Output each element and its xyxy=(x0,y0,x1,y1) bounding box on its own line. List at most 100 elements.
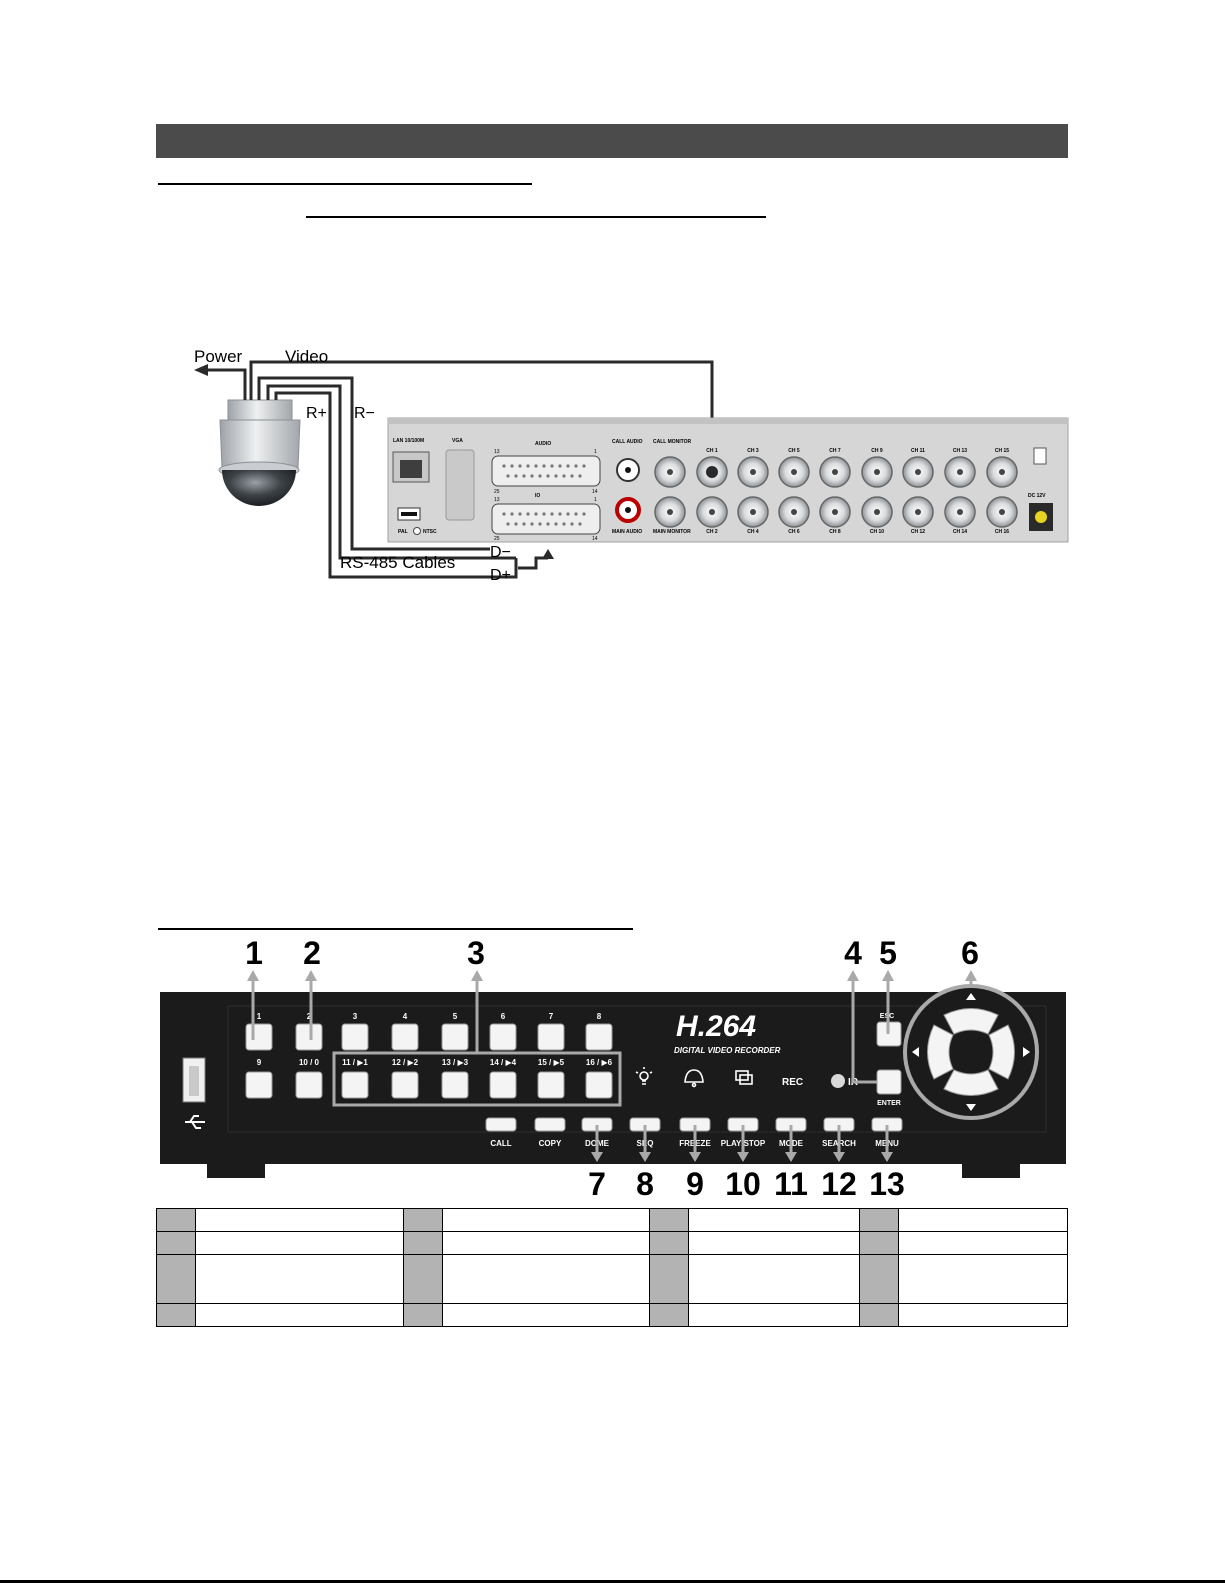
io-pin-13: 13 xyxy=(494,497,500,503)
callout-9: 9 xyxy=(686,1166,704,1200)
io-label: IO xyxy=(535,493,540,499)
callout-2: 2 xyxy=(303,940,321,971)
ch-label-top-8: CH 15 xyxy=(995,448,1009,454)
front-panel-key-table xyxy=(156,1208,1068,1327)
ntsc-label: NTSC xyxy=(423,529,437,535)
channel-key-label-3: 3 xyxy=(353,1012,358,1021)
callout-8: 8 xyxy=(636,1166,654,1200)
channel-key-15[interactable] xyxy=(537,1071,565,1099)
enter-label: ENTER xyxy=(877,1100,901,1107)
channel-key-13[interactable] xyxy=(441,1071,469,1099)
channel-buttons xyxy=(245,1023,613,1099)
ch-label-bottom-1: CH 2 xyxy=(706,529,718,535)
channel-key-12[interactable] xyxy=(391,1071,419,1099)
call-key[interactable] xyxy=(485,1117,517,1132)
call-audio-label: CALL AUDIO xyxy=(612,439,643,445)
channel-key-label-9: 9 xyxy=(257,1058,262,1067)
bulb-icon xyxy=(635,1067,653,1085)
channel-key-label-6: 6 xyxy=(501,1012,506,1021)
main-audio-label: MAIN AUDIO xyxy=(612,529,642,535)
call-key-label: CALL xyxy=(490,1139,511,1148)
multi-screen-icon xyxy=(735,1070,753,1085)
channel-key-2[interactable] xyxy=(295,1023,323,1051)
d-plus-label: D+ xyxy=(490,567,511,584)
channel-key-label-2: 2 xyxy=(307,1012,312,1021)
callout-5: 5 xyxy=(879,940,897,971)
right-arrow-key[interactable] xyxy=(988,1024,1015,1080)
r-minus-label: R− xyxy=(354,405,375,422)
channel-key-16[interactable] xyxy=(585,1071,613,1099)
dvr-logo-subtitle: DIGITAL VIDEO RECORDER xyxy=(674,1046,781,1055)
channel-key-4[interactable] xyxy=(391,1023,419,1051)
channel-key-1[interactable] xyxy=(245,1023,273,1051)
section-header-bar xyxy=(156,124,1068,158)
channel-key-11[interactable] xyxy=(341,1071,369,1099)
callout-1: 1 xyxy=(245,940,263,971)
callout-arrowheads xyxy=(247,970,977,1162)
enter-key[interactable] xyxy=(876,1069,902,1095)
table-row xyxy=(156,1208,1068,1232)
channel-key-label-7: 7 xyxy=(549,1012,554,1021)
right-triangle-icon xyxy=(1023,1047,1030,1057)
d-minus-label: D− xyxy=(490,544,511,561)
h264-logo: H.264 xyxy=(676,1010,756,1043)
channel-key-label-8: 8 xyxy=(597,1012,602,1021)
audio-pin-14: 14 xyxy=(592,489,598,495)
ch-label-bottom-5: CH 10 xyxy=(870,529,884,535)
ch-label-bottom-6: CH 12 xyxy=(911,529,925,535)
channel-key-14[interactable] xyxy=(489,1071,517,1099)
audio-pin-13: 13 xyxy=(494,449,500,455)
direction-pad[interactable] xyxy=(903,984,1039,1120)
lan-label: LAN 10/100M xyxy=(393,438,424,444)
heading-underline-1 xyxy=(158,183,532,185)
io-pin-1: 1 xyxy=(594,497,597,503)
ch-label-bottom-3: CH 6 xyxy=(788,529,800,535)
channel-key-label-4: 4 xyxy=(403,1012,408,1021)
rs485-arrow xyxy=(542,549,554,559)
audio-pin-25: 25 xyxy=(494,489,500,495)
channel-key-label-10: 10 / 0 xyxy=(299,1058,320,1067)
ch-label-top-1: CH 1 xyxy=(706,448,718,454)
power-label: Power xyxy=(194,347,243,366)
ch-label-top-7: CH 13 xyxy=(953,448,967,454)
channel-key-label-11: 11 / ▶1 xyxy=(342,1058,368,1067)
power-arrow xyxy=(194,364,208,376)
ch-label-top-3: CH 5 xyxy=(788,448,800,454)
page-bottom-rule xyxy=(0,1580,1225,1583)
dc-label: DC 12V xyxy=(1028,493,1046,499)
channel-key-label-14: 14 / ▶4 xyxy=(490,1058,517,1067)
channel-key-label-13: 13 / ▶3 xyxy=(442,1058,469,1067)
up-triangle-icon xyxy=(966,993,976,1000)
channel-key-6[interactable] xyxy=(489,1023,517,1051)
copy-key[interactable] xyxy=(534,1117,566,1132)
channel-key-3[interactable] xyxy=(341,1023,369,1051)
video-label: Video xyxy=(285,347,328,366)
channel-key-label-16: 16 / ▶6 xyxy=(586,1058,613,1067)
bnc-pins xyxy=(667,469,1005,515)
callout-7: 7 xyxy=(588,1166,606,1200)
channel-key-label-1: 1 xyxy=(257,1012,262,1021)
channel-key-7[interactable] xyxy=(537,1023,565,1051)
channel-key-5[interactable] xyxy=(441,1023,469,1051)
io-pin-25: 25 xyxy=(494,536,500,542)
channel-key-8[interactable] xyxy=(585,1023,613,1051)
channel-key-9[interactable] xyxy=(245,1071,273,1099)
dvr-rear-panel: LAN 10/100M PAL NTSC VGA AUDIO IO 13 1 2… xyxy=(387,417,1069,543)
callout-3: 3 xyxy=(467,940,485,971)
callout-10: 10 xyxy=(725,1166,761,1200)
down-triangle-icon xyxy=(966,1104,976,1111)
callout-lines xyxy=(251,980,973,1154)
down-arrow-key[interactable] xyxy=(943,1069,999,1096)
callout-12: 12 xyxy=(821,1166,857,1200)
left-arrow-key[interactable] xyxy=(927,1024,954,1080)
channel-key-10[interactable] xyxy=(295,1071,323,1099)
speed-dome-camera xyxy=(218,399,301,506)
up-arrow-key[interactable] xyxy=(943,1008,999,1035)
audio-label: AUDIO xyxy=(535,441,551,447)
call-monitor-label: CALL MONITOR xyxy=(653,439,692,445)
ch-label-bottom-8: CH 16 xyxy=(995,529,1009,535)
vga-label: VGA xyxy=(452,438,463,444)
camera-wires xyxy=(206,360,714,579)
callout-13: 13 xyxy=(869,1166,905,1200)
left-triangle-icon xyxy=(912,1047,919,1057)
